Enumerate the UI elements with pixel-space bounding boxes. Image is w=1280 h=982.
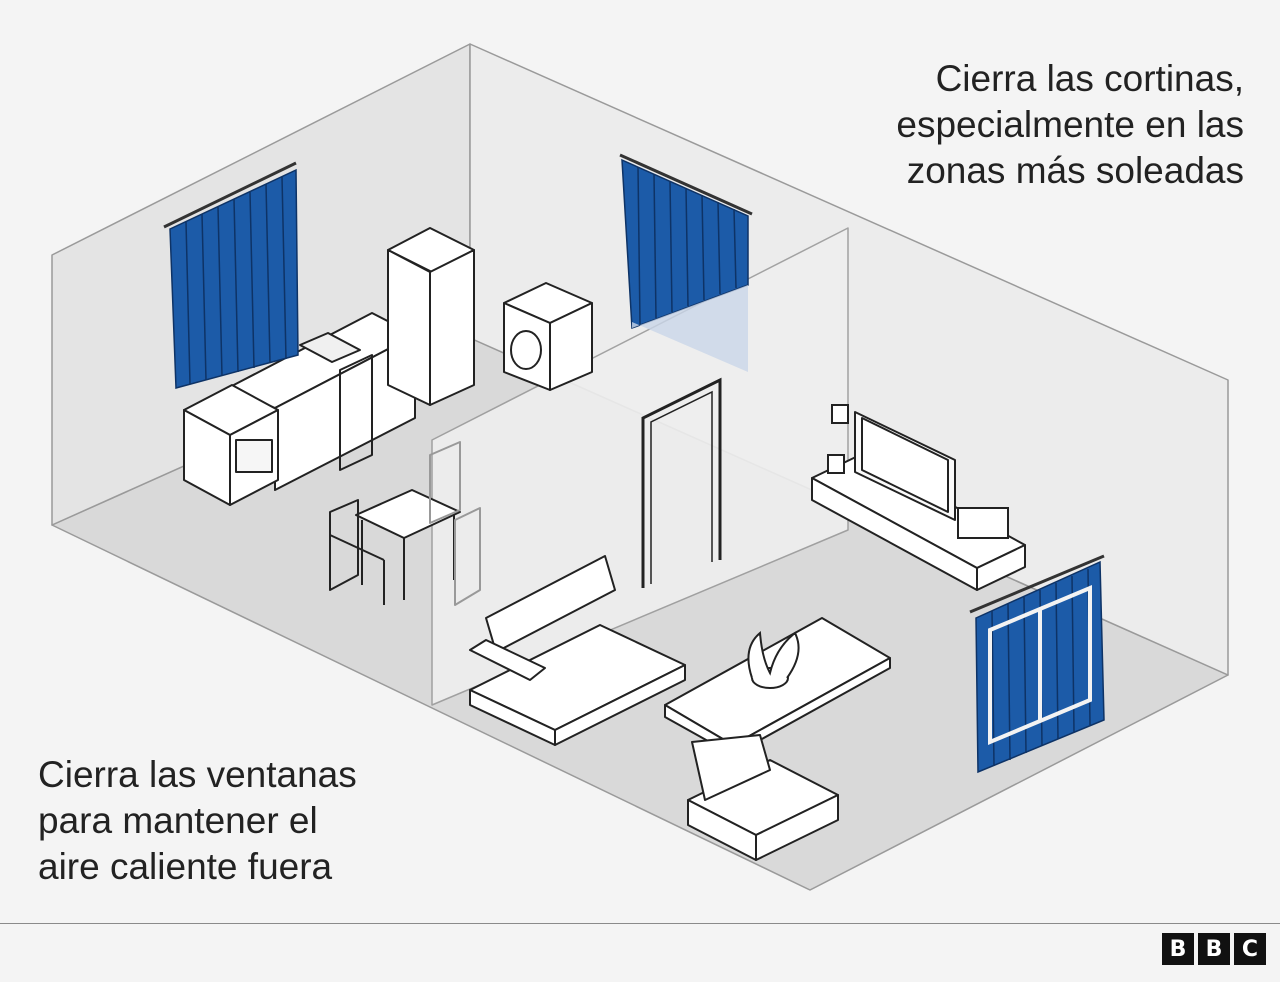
- curtain-center: [619, 153, 753, 372]
- caption-curtains-line-2: especialmente en las: [896, 104, 1244, 145]
- caption-curtains-line-3: zonas más soleadas: [906, 150, 1244, 191]
- plant-icon: [747, 630, 800, 689]
- caption-windows-line-1: Cierra las ventanas: [38, 754, 357, 795]
- room-illustration: [51, 43, 1229, 891]
- caption-windows-line-3: aire caliente fuera: [38, 846, 333, 887]
- footer-divider: [0, 923, 1280, 924]
- doorway-icon: [641, 377, 722, 588]
- window-icon: [988, 584, 1092, 746]
- logo-letter-3: C: [1234, 933, 1266, 965]
- washing-machine-icon: [503, 282, 593, 391]
- caption-curtains: Cierra las cortinas, especialmente en la…: [896, 56, 1244, 194]
- kitchen-counter: [227, 312, 416, 491]
- fridge-icon: [387, 227, 475, 406]
- bbc-logo: B B C: [1162, 933, 1266, 965]
- caption-windows: Cierra las ventanas para mantener el air…: [38, 752, 357, 890]
- logo-letter-1: B: [1162, 933, 1194, 965]
- armchair-icon: [687, 734, 839, 861]
- caption-curtains-line-1: Cierra las cortinas,: [935, 58, 1244, 99]
- curtain-left: [163, 161, 299, 389]
- dining-table-icon: [329, 354, 481, 606]
- logo-letter-2: B: [1198, 933, 1230, 965]
- caption-windows-line-2: para mantener el: [38, 800, 318, 841]
- sofa-icon: [469, 555, 686, 746]
- speaker-icon: [827, 404, 1009, 539]
- stove-icon: [183, 384, 279, 506]
